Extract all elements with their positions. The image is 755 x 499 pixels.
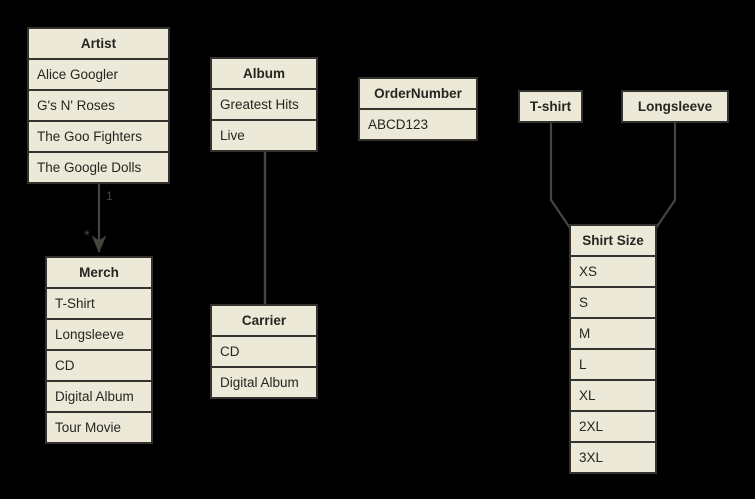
entity-tshirt[interactable]: T-shirt — [518, 90, 583, 123]
entity-album-row[interactable]: Greatest Hits — [212, 90, 316, 119]
entity-shirtsize-row[interactable]: M — [571, 319, 655, 348]
entity-merch-row[interactable]: T-Shirt — [47, 289, 151, 318]
entity-shirtsize-row[interactable]: 3XL — [571, 443, 655, 472]
entity-artist-row[interactable]: The Google Dolls — [29, 153, 168, 182]
entity-longsleeve[interactable]: Longsleeve — [621, 90, 729, 123]
entity-longsleeve-title: Longsleeve — [623, 92, 727, 121]
entity-shirtsize-row[interactable]: XS — [571, 257, 655, 286]
entity-carrier[interactable]: Carrier CD Digital Album — [210, 304, 318, 399]
entity-artist-row[interactable]: G's N' Roses — [29, 91, 168, 120]
entity-shirtsize-row[interactable]: XL — [571, 381, 655, 410]
connector-tshirt-to-shirtsize — [549, 120, 571, 229]
connector-longsleeve-to-shirtsize — [655, 120, 677, 229]
entity-shirtsize[interactable]: Shirt Size XS S M L XL 2XL 3XL — [569, 224, 657, 474]
multiplicity-target-artist-merch: * — [84, 227, 90, 244]
entity-ordernumber-row[interactable]: ABCD123 — [360, 110, 476, 139]
entity-merch[interactable]: Merch T-Shirt Longsleeve CD Digital Albu… — [45, 256, 153, 444]
entity-ordernumber-title: OrderNumber — [360, 79, 476, 108]
multiplicity-source-artist-merch: 1 — [106, 189, 113, 203]
entity-tshirt-title: T-shirt — [520, 92, 581, 121]
entity-merch-row[interactable]: Tour Movie — [47, 413, 151, 442]
entity-merch-row[interactable]: Longsleeve — [47, 320, 151, 349]
entity-merch-row[interactable]: CD — [47, 351, 151, 380]
entity-merch-title: Merch — [47, 258, 151, 287]
entity-artist-title: Artist — [29, 29, 168, 58]
entity-carrier-title: Carrier — [212, 306, 316, 335]
entity-shirtsize-row[interactable]: L — [571, 350, 655, 379]
entity-album-title: Album — [212, 59, 316, 88]
entity-shirtsize-title: Shirt Size — [571, 226, 655, 255]
entity-artist-row[interactable]: Alice Googler — [29, 60, 168, 89]
entity-artist[interactable]: Artist Alice Googler G's N' Roses The Go… — [27, 27, 170, 184]
entity-carrier-row[interactable]: CD — [212, 337, 316, 366]
entity-merch-row[interactable]: Digital Album — [47, 382, 151, 411]
entity-artist-row[interactable]: The Goo Fighters — [29, 122, 168, 151]
entity-ordernumber[interactable]: OrderNumber ABCD123 — [358, 77, 478, 141]
entity-album-row[interactable]: Live — [212, 121, 316, 150]
entity-shirtsize-row[interactable]: 2XL — [571, 412, 655, 441]
entity-shirtsize-row[interactable]: S — [571, 288, 655, 317]
entity-album[interactable]: Album Greatest Hits Live — [210, 57, 318, 152]
entity-carrier-row[interactable]: Digital Album — [212, 368, 316, 397]
